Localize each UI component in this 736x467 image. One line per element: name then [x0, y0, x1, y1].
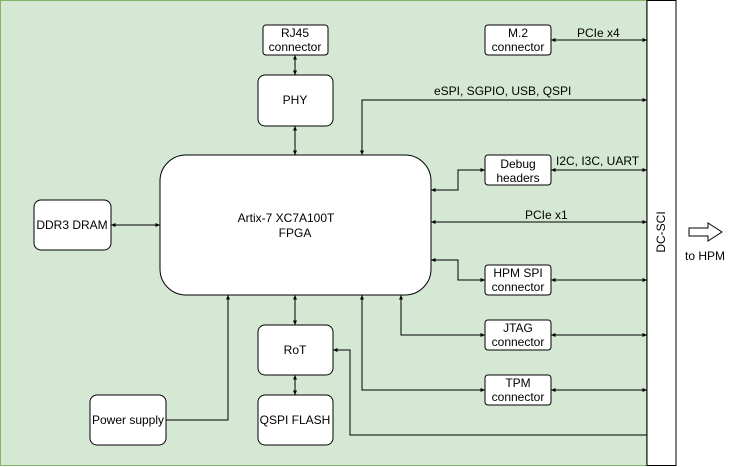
edge-fpga-tpm — [360, 295, 485, 392]
label-pcie-x4: PCIe x4 — [577, 26, 620, 40]
block-phy: PHY — [257, 74, 334, 127]
label-espi-bus: eSPI, SGPIO, USB, QSPI — [434, 84, 571, 98]
to-hpm-label: to HPM — [685, 249, 725, 263]
jtag-label-line1: JTAG — [503, 321, 533, 335]
power-supply-label: Power supply — [92, 413, 164, 427]
block-hpm-spi-connector: HPM SPI connector — [484, 264, 552, 296]
edge-dcsci-rot — [333, 348, 647, 436]
rot-label: RoT — [284, 343, 307, 357]
label-pcie-x1: PCIe x1 — [525, 208, 568, 222]
block-fpga: Artix-7 XC7A100T FPGA — [159, 154, 432, 296]
m2-label-line1: M.2 — [508, 26, 528, 40]
block-rj45-connector: RJ45 connector — [262, 24, 329, 56]
edge-espi — [360, 98, 647, 155]
block-m2-connector: M.2 connector — [484, 24, 552, 56]
dc-sci-connector — [646, 0, 677, 466]
fpga-label-line1: Artix-7 XC7A100T — [238, 211, 335, 225]
to-hpm-arrow-icon — [688, 222, 723, 242]
edge-power-fpga — [166, 295, 230, 421]
block-rot: RoT — [257, 324, 334, 376]
block-ddr3-dram: DDR3 DRAM — [33, 199, 112, 251]
ddr3-label: DDR3 DRAM — [36, 218, 107, 232]
phy-label: PHY — [283, 93, 308, 107]
rj45-label-line2: connector — [269, 40, 322, 54]
tpm-label-line2: connector — [492, 390, 545, 404]
debug-label-line1: Debug — [500, 157, 535, 171]
label-i2c-bus: I2C, I3C, UART — [556, 154, 640, 168]
block-debug-headers: Debug headers — [484, 154, 552, 186]
block-power-supply: Power supply — [89, 394, 167, 446]
edge-fpga-hpmspi — [431, 258, 485, 282]
jtag-label-line2: connector — [492, 335, 545, 349]
block-tpm-connector: TPM connector — [484, 374, 552, 406]
connections — [111, 38, 647, 436]
block-qspi-flash: QSPI FLASH — [257, 394, 334, 446]
hpm-spi-label-line1: HPM SPI — [493, 266, 542, 280]
block-jtag-connector: JTAG connector — [484, 319, 552, 351]
hpm-spi-label-line2: connector — [492, 280, 545, 294]
tpm-label-line1: TPM — [505, 376, 530, 390]
dc-sci-label: DC-SCI — [654, 211, 668, 252]
edge-fpga-debug — [431, 168, 485, 192]
rj45-label-line1: RJ45 — [281, 26, 309, 40]
debug-label-line2: headers — [496, 171, 539, 185]
fpga-label-line2: FPGA — [279, 226, 312, 240]
qspi-flash-label: QSPI FLASH — [260, 413, 331, 427]
m2-label-line2: connector — [492, 40, 545, 54]
